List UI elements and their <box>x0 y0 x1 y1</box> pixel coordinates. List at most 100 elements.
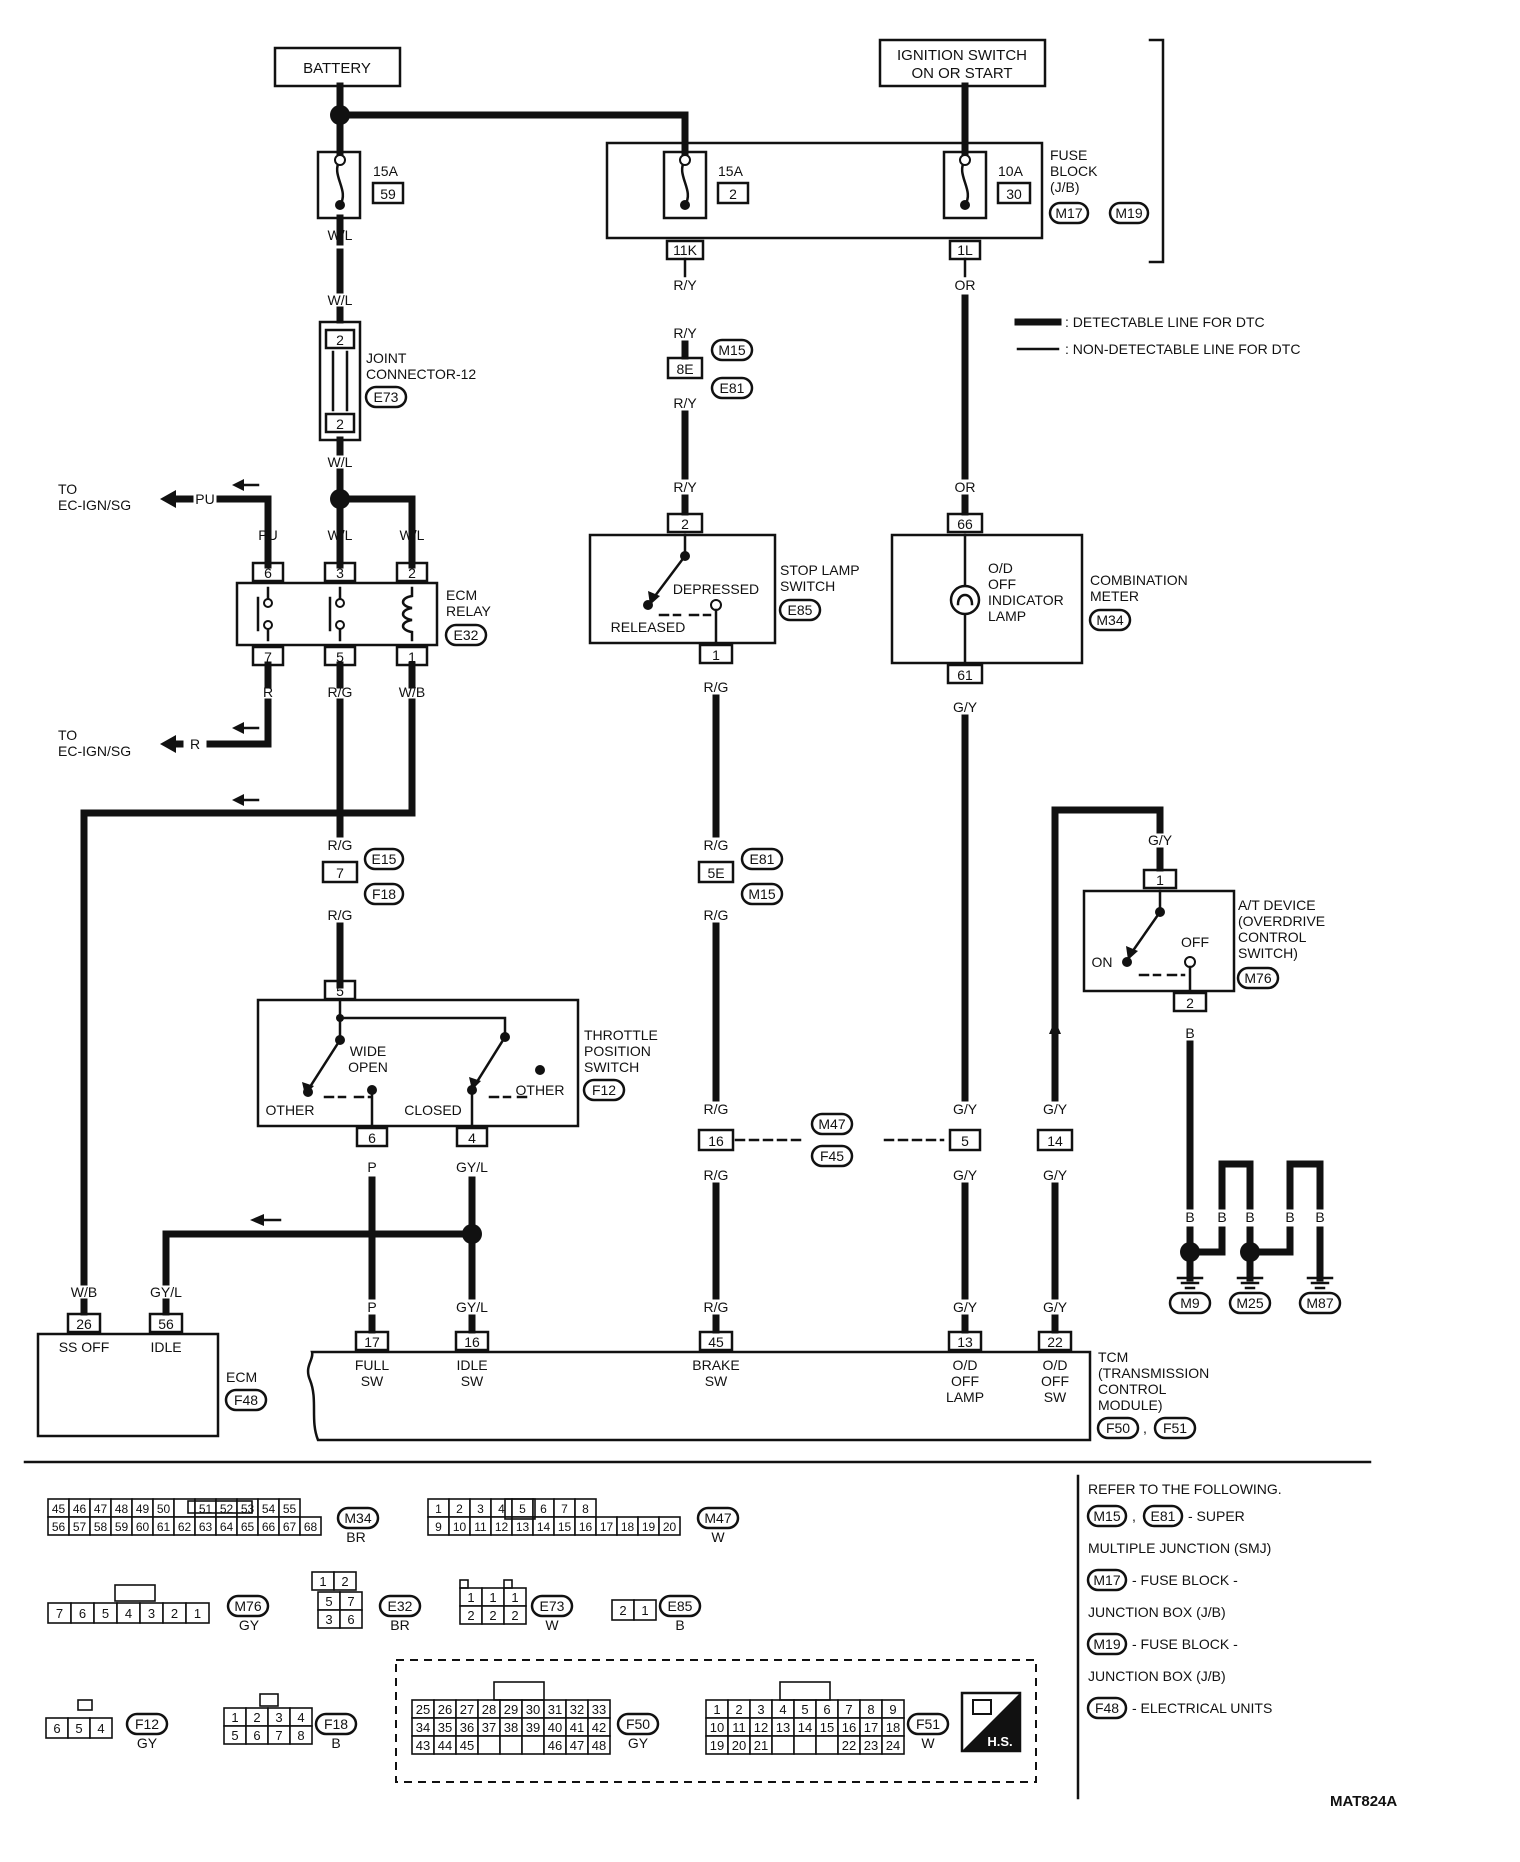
f12-face-pin: 5 <box>75 1721 82 1736</box>
tcm-odl-3: LAMP <box>946 1389 984 1405</box>
m25-tag: M25 <box>1236 1295 1263 1311</box>
joint-pin-2-top: 2 <box>336 332 344 348</box>
refer-title: REFER TO THE FOLLOWING. <box>1088 1481 1282 1497</box>
conn-1l: 1L <box>957 242 973 258</box>
tcm-label-2: (TRANSMISSION <box>1098 1365 1209 1381</box>
f50-face-pin: 39 <box>526 1720 540 1735</box>
m34-face-pin: 55 <box>283 1502 297 1516</box>
f51-tag-box-1 <box>1153 1416 1197 1440</box>
m47-face-pin: 17 <box>600 1520 614 1534</box>
wire-b-1: B <box>1185 1025 1194 1041</box>
fuse-2-id: 2 <box>729 186 737 202</box>
f51-tag-1: F51 <box>1163 1420 1187 1436</box>
e73-tag: E73 <box>374 389 399 405</box>
joint-pin-2-top-box <box>324 328 356 350</box>
m34-face-pin: 66 <box>262 1520 276 1534</box>
f45-tag-box <box>810 1144 854 1168</box>
tps-label-1: THROTTLE <box>584 1027 658 1043</box>
stop-lamp-box <box>588 533 777 645</box>
fuse-30-id: 30 <box>1006 186 1022 202</box>
wire-pu: PU <box>258 527 277 543</box>
to-ec-4: EC-IGN/SG <box>58 743 131 759</box>
e32-face-pin: 7 <box>347 1594 354 1609</box>
relay-pin-3: 3 <box>336 565 344 581</box>
combination-meter-box <box>890 533 1084 665</box>
m76-face-cell <box>185 1602 210 1624</box>
f50-face-pin: 26 <box>438 1702 452 1717</box>
legend-nondetect: : NON-DETECTABLE LINE FOR DTC <box>1065 341 1300 357</box>
m47-face-pin: 19 <box>642 1520 656 1534</box>
od-lamp-bulb <box>949 584 981 616</box>
wire-rg-7: R/G <box>704 1101 729 1117</box>
e32-face-cell <box>339 1609 363 1629</box>
f50-face-cell <box>587 1735 611 1755</box>
conn-14-box <box>1036 1128 1074 1152</box>
m34-face-pin: 51 <box>199 1502 213 1516</box>
f50-face-pin: 35 <box>438 1720 452 1735</box>
e85-face-tag: E85 <box>668 1598 693 1614</box>
ecm-box <box>36 1332 220 1438</box>
fuse-block-box <box>605 141 1044 240</box>
hs-badge: H.S. <box>987 1734 1012 1749</box>
at-pin-1-box <box>1142 868 1178 890</box>
f51-face-pin: 17 <box>864 1720 878 1735</box>
relay-label-1: ECM <box>446 587 477 603</box>
tps-pin-4: 4 <box>468 1130 476 1146</box>
f51-face-pin: 19 <box>710 1738 724 1753</box>
f12-face-cell <box>89 1717 113 1739</box>
m47-face-cell <box>658 1516 681 1536</box>
wire-gy-3: G/Y <box>953 1167 978 1183</box>
m87-tag-box <box>1298 1291 1342 1315</box>
fuse-59-id: 59 <box>380 186 396 202</box>
m34-face-pin: 52 <box>220 1502 234 1516</box>
joint-pin-2-bot: 2 <box>336 416 344 432</box>
wire-gy-4: G/Y <box>953 1299 978 1315</box>
m15-tag-box-2 <box>740 882 784 906</box>
tcm-brake-2: SW <box>705 1373 728 1389</box>
tcm-label-3: CONTROL <box>1098 1381 1167 1397</box>
fuse-59-id-box <box>371 181 405 205</box>
tcm-odl-2: OFF <box>951 1373 979 1389</box>
m34-face-color: BR <box>346 1529 365 1545</box>
e81-tag-1: E81 <box>720 380 745 396</box>
f50-face-pin: 37 <box>482 1720 496 1735</box>
od-lamp-3: INDICATOR <box>988 592 1064 608</box>
f50-face-tag: F50 <box>626 1716 650 1732</box>
stop-label-1: STOP LAMP <box>780 562 860 578</box>
m47-face-pin: 6 <box>540 1502 547 1516</box>
f51-face-pin: 21 <box>754 1738 768 1753</box>
f50-face-pin: 34 <box>416 1720 430 1735</box>
m47-face-pin: 14 <box>537 1520 551 1534</box>
m47-face-pin: 16 <box>579 1520 593 1534</box>
e32-face-cell <box>333 1571 357 1591</box>
wire-gy-1: G/Y <box>953 699 978 715</box>
at-label-2: (OVERDRIVE <box>1238 913 1325 929</box>
wire-p-1: P <box>367 1159 376 1175</box>
f50-face-pin: 32 <box>570 1702 584 1717</box>
e85-tag: E85 <box>788 602 813 618</box>
e81-tag-box-2 <box>740 847 784 871</box>
m47-face-pin: 18 <box>621 1520 635 1534</box>
f50-face-pin: 43 <box>416 1738 430 1753</box>
refer-smj-2: MULTIPLE JUNCTION (SMJ) <box>1088 1540 1271 1556</box>
wire-gy-6: G/Y <box>1043 1101 1068 1117</box>
e32-face-pin: 1 <box>319 1574 326 1589</box>
m76-face-pin: 4 <box>125 1606 132 1621</box>
e73-face-pin: 1 <box>467 1590 474 1605</box>
f50-face-pin: 48 <box>592 1738 606 1753</box>
ignition-label-2: ON OR START <box>911 65 1012 82</box>
fuse-2-id-box <box>716 181 750 205</box>
ecm-relay-box <box>235 581 439 647</box>
m47-face-pin: 4 <box>498 1502 505 1516</box>
f50-face-color: GY <box>628 1735 649 1751</box>
f51-face-pin: 16 <box>842 1720 856 1735</box>
relay-label-2: RELAY <box>446 603 492 619</box>
tps-wide-2: OPEN <box>348 1059 388 1075</box>
f50-face-cell <box>521 1735 545 1755</box>
m34-face-pin: 45 <box>52 1502 66 1516</box>
f48-tag-box <box>224 1388 268 1412</box>
ecm-label: ECM <box>226 1369 257 1385</box>
f50-face-pin: 31 <box>548 1702 562 1717</box>
m34-face-pin: 57 <box>73 1520 87 1534</box>
battery-label: BATTERY <box>303 60 371 77</box>
